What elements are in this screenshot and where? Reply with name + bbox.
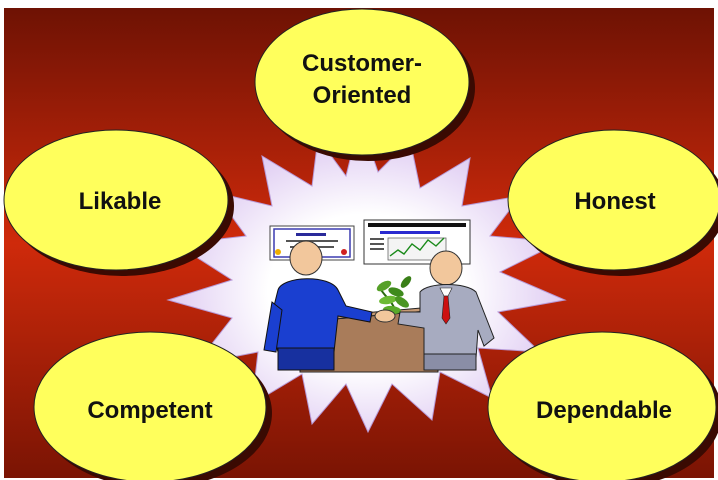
quality-bubble-dependable: Dependable bbox=[487, 331, 718, 480]
quality-label-honest: Honest bbox=[574, 188, 655, 215]
bubble-shape bbox=[254, 8, 470, 156]
quality-bubble-customer-oriented: Customer- Oriented bbox=[254, 8, 475, 161]
quality-label-competent: Competent bbox=[87, 397, 212, 424]
businessman-right-icon bbox=[397, 250, 495, 371]
bubble-shape bbox=[507, 129, 718, 271]
bubble-shape bbox=[33, 331, 267, 480]
handshake-hands bbox=[374, 309, 396, 323]
quality-label-dependable: Dependable bbox=[536, 397, 672, 424]
quality-bubble-likable: Likable bbox=[3, 129, 234, 276]
quality-bubble-honest: Honest bbox=[507, 129, 718, 276]
quality-label-likable: Likable bbox=[79, 188, 162, 215]
handshake-illustration bbox=[263, 219, 495, 373]
quality-label-customer-oriented-line2: Oriented bbox=[313, 82, 412, 109]
bubble-shape bbox=[3, 129, 229, 271]
chart-board-icon bbox=[363, 219, 471, 265]
businessman-left-icon bbox=[263, 240, 373, 371]
quality-label-customer-oriented-line1: Customer- bbox=[302, 50, 422, 77]
quality-bubble-competent: Competent bbox=[33, 331, 272, 480]
bubble-shape bbox=[487, 331, 717, 480]
